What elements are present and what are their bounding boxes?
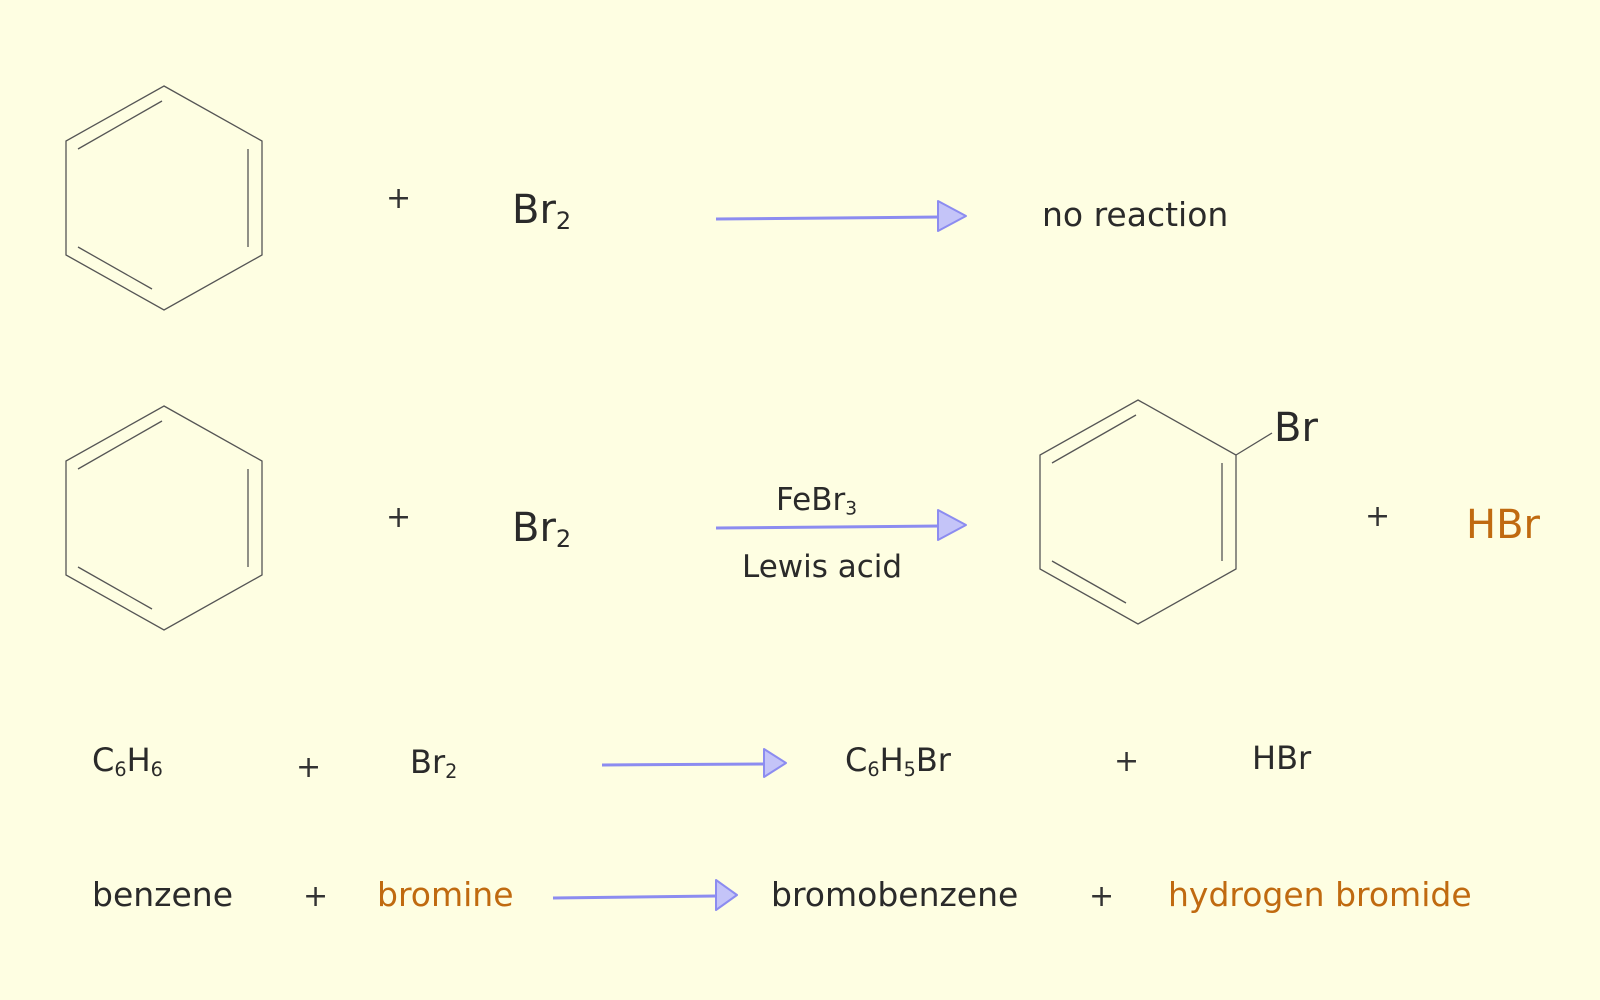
hbr-product-label: HBr — [1466, 502, 1540, 548]
catalyst-formula: FeBr3 — [776, 482, 858, 520]
hydrogen-bromide-word: hydrogen bromide — [1168, 875, 1472, 914]
plus-sign-4: + — [296, 750, 322, 785]
bromobenzene-word: bromobenzene — [771, 875, 1019, 914]
plus-sign-1: + — [386, 181, 412, 216]
benzene-word: benzene — [92, 875, 234, 914]
no-reaction-label: no reaction — [1042, 195, 1229, 234]
benzene-ring-2 — [65, 405, 263, 631]
plus-sign-5: + — [1114, 744, 1140, 779]
plus-sign-3: + — [1365, 499, 1391, 534]
arrow-formula-equation — [601, 748, 787, 778]
bromine-formula-1: Br2 — [512, 187, 572, 235]
benzene-ring-1 — [65, 85, 263, 311]
bromine-word: bromine — [377, 875, 514, 914]
hbr-formula: HBr — [1252, 739, 1312, 777]
bromobenzene-formula: C6H5Br — [845, 741, 951, 781]
arrow-reaction-2 — [715, 509, 967, 541]
plus-sign-6: + — [303, 879, 329, 914]
bromine-formula-2: Br2 — [512, 505, 572, 553]
arrow-word-equation — [552, 879, 738, 911]
arrow-reaction-1 — [715, 200, 967, 232]
lewis-acid-label: Lewis acid — [742, 549, 903, 585]
bromo-substituent-label: Br — [1274, 405, 1318, 451]
benzene-formula: C6H6 — [92, 741, 163, 781]
bromine-formula-3: Br2 — [410, 743, 458, 783]
plus-sign-7: + — [1089, 879, 1115, 914]
plus-sign-2: + — [386, 500, 412, 535]
bromobenzene-ring — [1039, 399, 1273, 625]
